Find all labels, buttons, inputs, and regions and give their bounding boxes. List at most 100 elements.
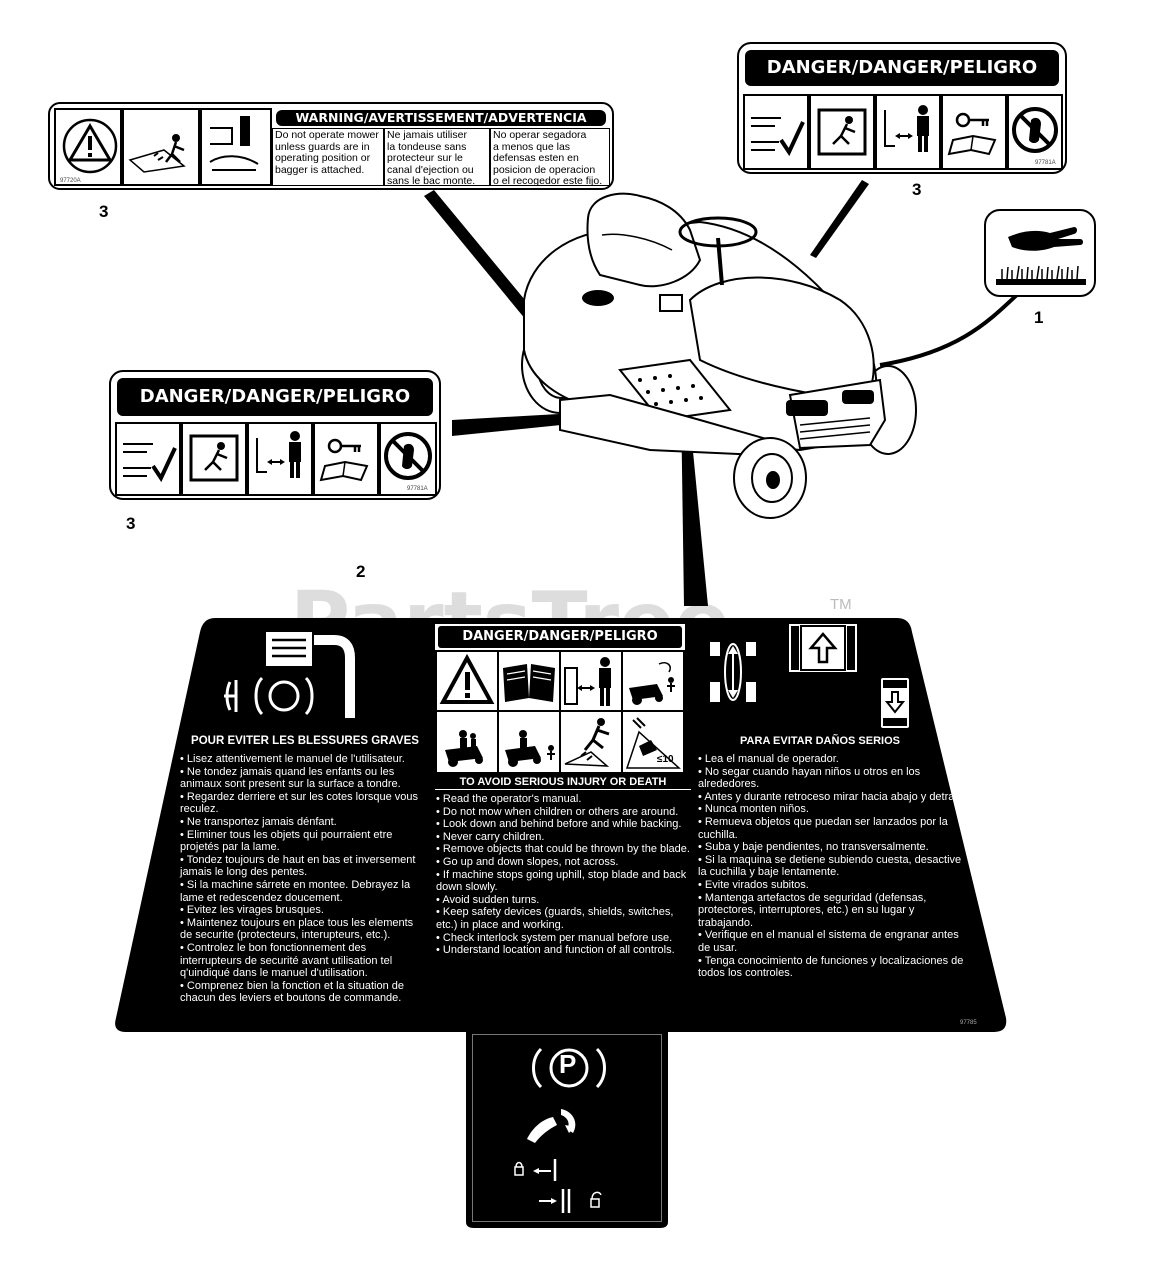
danger-left-cell-5: 97781A xyxy=(379,422,437,496)
callout-3-warning: 3 xyxy=(99,202,109,221)
keep-distance-icon xyxy=(564,657,611,706)
thrown-object-icon xyxy=(817,108,867,156)
danger-left-cell-1 xyxy=(115,422,181,496)
grid-cell-rider-child xyxy=(437,712,497,772)
left-french-title: POUR EVITER LES BLESSURES GRAVES xyxy=(191,735,419,747)
warning-chute-cell xyxy=(122,108,200,186)
left-item: • Si la machine sárrete en montee. Debra… xyxy=(180,878,411,904)
main-icon-grid: ≤10 xyxy=(435,650,685,774)
main-decal-code: 97785 xyxy=(960,1020,977,1026)
danger-decal-left: DANGER/DANGER/PELIGRO xyxy=(109,370,441,500)
center-item: • Understand location and function of al… xyxy=(436,944,675,957)
center-english-list: • Read the operator's manual. • Do not m… xyxy=(436,793,690,957)
left-item: • Comprenez bien la fonction et la situa… xyxy=(180,979,404,1005)
grid-cell-thrown xyxy=(561,712,621,772)
left-item: • Maintenez toujours en place tous les e… xyxy=(180,916,414,942)
danger-decal-left-header: DANGER/DANGER/PELIGRO xyxy=(117,378,433,416)
danger-top-cell-1 xyxy=(743,94,809,170)
callout-3-danger-left: 3 xyxy=(126,514,136,533)
unlock-release-icon xyxy=(539,1189,602,1213)
thrown-object-icon xyxy=(564,718,610,767)
mower-child-icon xyxy=(629,661,675,705)
lock-engage-icon xyxy=(514,1159,557,1181)
callout-3-danger-top: 3 xyxy=(912,180,922,199)
open-manual-icon xyxy=(503,664,555,702)
center-item: • Read the operator's manual. xyxy=(436,793,582,805)
right-item: • Antes y durante retroceso mirar hacia … xyxy=(698,790,963,803)
warning-decal-code: 97720A xyxy=(60,178,81,184)
speed-up-box xyxy=(787,622,859,674)
grid-cell-mower-child xyxy=(623,652,683,710)
look-behind-icon xyxy=(505,730,555,767)
bagger-attached-icon xyxy=(209,116,259,171)
left-item: • Ne transportez jamais dénfant. xyxy=(180,815,337,828)
no-riders-icon xyxy=(384,432,432,480)
danger-decal-top-header: DANGER/DANGER/PELIGRO xyxy=(745,50,1059,86)
speed-down-box xyxy=(881,678,909,728)
grid-cell-manual xyxy=(499,652,559,710)
danger-top-cell-5: 97781A xyxy=(1007,94,1063,170)
warning-alert-cell: 97720A xyxy=(54,108,122,186)
right-item: • Mantenga artefactos de seguridad (defe… xyxy=(698,891,927,929)
danger-left-cell-3 xyxy=(247,422,313,496)
grid-cell-alert xyxy=(437,652,497,710)
right-item: • Si la maquina se detiene subiendo cues… xyxy=(698,853,962,879)
right-item: • Verifique en el manual el sistema de e… xyxy=(698,929,959,954)
arrow-down-icon xyxy=(883,680,907,726)
grid-cell-slope: ≤10 xyxy=(623,712,683,772)
center-item: • Do not mow when children or others are… xyxy=(436,805,679,818)
callout-2: 2 xyxy=(356,562,366,581)
right-item: • Nunca monten niños. xyxy=(698,803,809,816)
blade-engage-icon xyxy=(224,632,355,718)
warning-decal: 97720A WARNING/AVERTISSEMENT/ADVERTENCIA… xyxy=(48,102,614,190)
arrow-up-icon xyxy=(791,625,855,671)
left-item: • Evitez les virages brusques. xyxy=(180,904,324,917)
thrown-object-icon xyxy=(189,434,239,482)
danger-top-code: 97781A xyxy=(1035,160,1056,166)
right-item: • Lea el manual de operador. xyxy=(698,753,839,765)
left-item: • Tondez toujours de haut en bas et inve… xyxy=(180,853,416,879)
main-danger-header: DANGER/DANGER/PELIGRO xyxy=(438,626,682,648)
danger-top-cell-2 xyxy=(809,94,875,170)
danger-left-cell-4 xyxy=(313,422,379,496)
grid-cell-distance xyxy=(561,652,621,710)
danger-top-cell-4 xyxy=(941,94,1007,170)
right-item: • Tenga conocimiento de funciones y loca… xyxy=(698,954,964,980)
no-riders-icon xyxy=(1012,107,1058,153)
slope-icon xyxy=(625,717,681,769)
danger-left-cell-2 xyxy=(181,422,247,496)
right-item: • Evite virados subitos. xyxy=(698,878,809,891)
main-danger-panel: DANGER/DANGER/PELIGRO xyxy=(435,624,685,774)
center-item: • Avoid sudden turns. xyxy=(436,893,540,906)
hand-decal xyxy=(984,209,1096,297)
watermark-trademark: TM xyxy=(830,596,852,613)
center-item: • If machine stops going uphill, stop bl… xyxy=(436,868,687,894)
center-item: • Remove objects that could be thrown by… xyxy=(436,843,690,856)
right-item: • Suba y baje pendientes, no transversal… xyxy=(698,841,929,854)
grid-cell-reverse xyxy=(499,712,559,772)
leader-line-danger-top xyxy=(810,180,869,258)
center-item: • Never carry children. xyxy=(436,830,545,843)
keep-distance-icon xyxy=(256,431,301,478)
warning-decal-header: WARNING/AVERTISSEMENT/ADVERTENCIA xyxy=(276,110,606,126)
right-spanish-list: • Lea el manual de operador. • No segar … xyxy=(698,753,966,980)
left-item: • Eliminer tous les objets qui pourraien… xyxy=(180,828,393,854)
left-item: • Controlez le bon fonctionnement des in… xyxy=(180,941,393,980)
grass-cutting-icon xyxy=(996,265,1086,285)
throttle-icon xyxy=(710,642,756,702)
left-item: • Ne tondez jamais quand les enfants ou … xyxy=(180,765,401,791)
center-item: • Keep safety devices (guards, shields, … xyxy=(436,906,674,931)
parking-brake-panel: P xyxy=(472,1034,662,1222)
reverse-mowing-icon xyxy=(123,443,177,483)
keep-distance-icon xyxy=(884,105,929,152)
hand-icon xyxy=(1008,227,1083,251)
right-spanish-title: PARA EVITAR DAÑOS SERIOS xyxy=(740,735,900,747)
left-item: • Lisez attentivement le manuel de l'uti… xyxy=(180,753,405,765)
center-english-title: TO AVOID SERIOUS INJURY OR DEATH xyxy=(435,776,691,790)
read-manual-icon xyxy=(947,112,997,156)
danger-top-cell-3 xyxy=(875,94,941,170)
